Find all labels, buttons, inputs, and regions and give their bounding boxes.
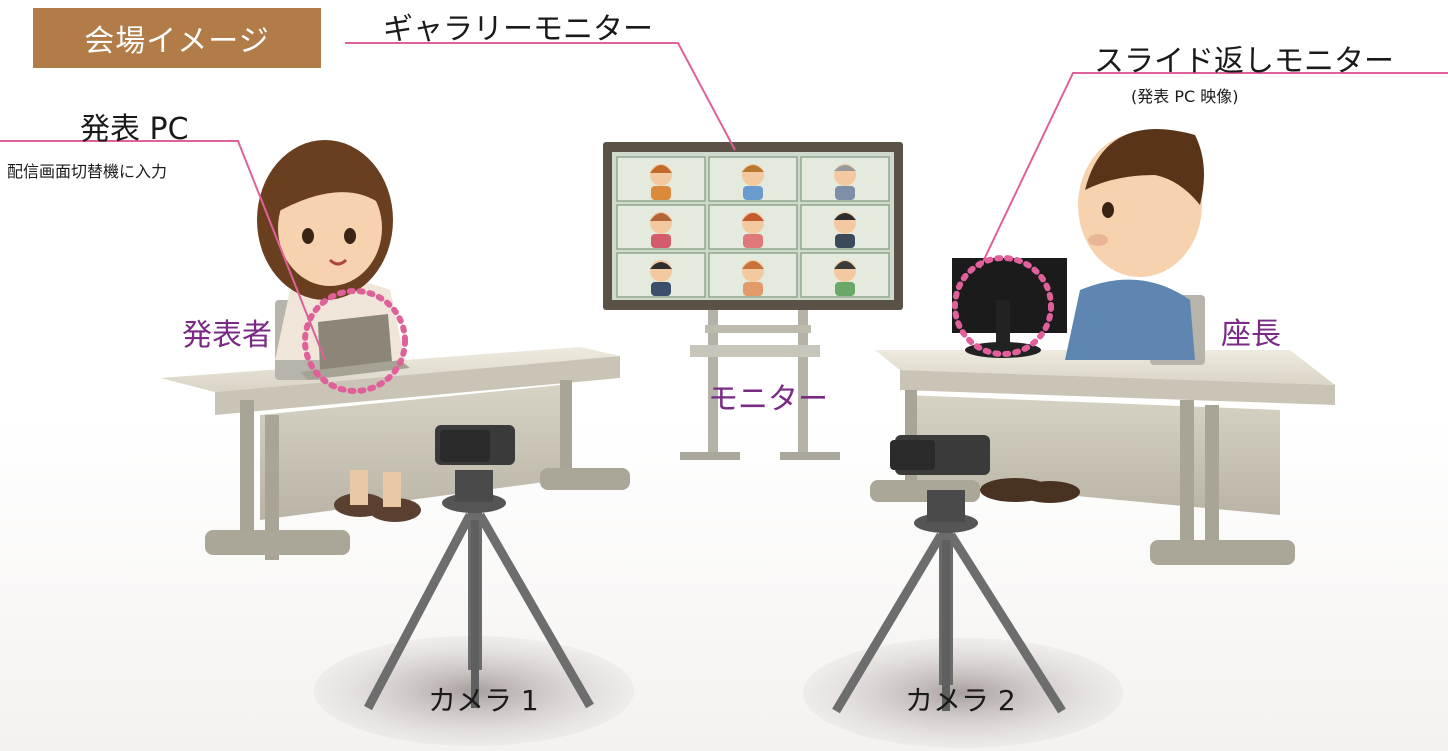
page-title: 会場イメージ xyxy=(33,8,321,68)
presenter-pc-leader xyxy=(0,140,326,361)
slide-monitor-highlight xyxy=(952,255,1054,357)
slide-return-monitor-label: スライド返しモニター xyxy=(1094,44,1394,79)
presenter-laptop xyxy=(300,314,410,380)
presenter-pc-sublabel: 配信画面切替機に入力 xyxy=(7,162,168,181)
gallery-monitor-label: ギャラリーモニター xyxy=(383,12,653,47)
camera1-tripod xyxy=(364,425,594,711)
camera2-shadow xyxy=(803,638,1123,748)
page-title-text: 会場イメージ xyxy=(84,24,270,59)
camera2-tripod xyxy=(832,435,1066,714)
slide-monitor-leader xyxy=(979,72,1448,269)
presenter-pc-highlight xyxy=(302,288,408,394)
chair-label: 座長 xyxy=(1221,317,1281,352)
slide-return-monitor-sublabel: (発表 PC 映像) xyxy=(1131,87,1239,106)
gallery-monitor-leader xyxy=(345,42,736,151)
camera2-label: カメラ 2 xyxy=(905,684,1016,717)
presenter-label: 発表者 xyxy=(182,318,272,353)
camera1-label: カメラ 1 xyxy=(428,684,539,717)
gallery-monitor xyxy=(603,142,903,460)
monitor-label: モニター xyxy=(708,382,828,417)
chair-person-figure xyxy=(980,129,1205,503)
presenter-pc-label: 発表 PC xyxy=(80,112,189,147)
